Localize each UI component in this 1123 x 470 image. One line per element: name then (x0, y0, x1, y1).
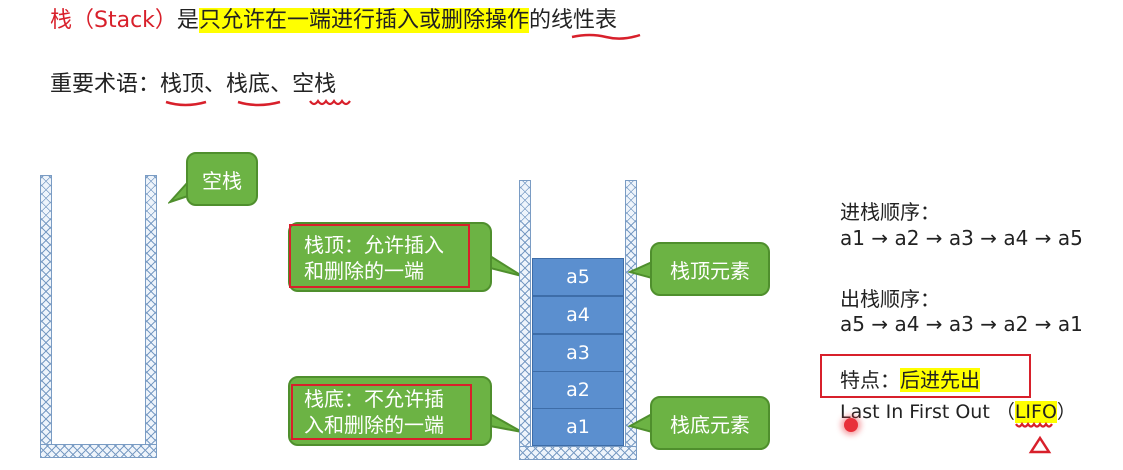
definition-line: 栈（Stack）是只允许在一端进行插入或删除操作的线性表 (50, 6, 617, 36)
lifo-open: （ (995, 401, 1015, 423)
pop-order-label: 出栈顺序： (840, 287, 940, 311)
is-text: 是 (176, 8, 199, 33)
push-order-label: 进栈顺序： (840, 200, 940, 224)
lifo-abbr: LIFO (1014, 401, 1057, 423)
stack-cell-a2: a2 (532, 371, 624, 409)
stack-left-wall (519, 180, 531, 460)
empty-stack-bubble: 空栈 (186, 152, 258, 206)
pop-order-sequence: a5 → a4 → a3 → a2 → a1 (840, 312, 1083, 336)
feature-red-box (820, 354, 1031, 398)
stack-term: 栈（Stack） (50, 8, 177, 33)
top-bubble-line-2: 和删除的一端 (304, 259, 424, 283)
terms-line: 重要术语：栈顶、栈底、空栈 (50, 70, 336, 100)
definition-highlight: 只允许在一端进行插入或删除操作 (198, 8, 529, 33)
term-top: 栈顶 (160, 72, 205, 97)
feature-value: 后进先出 (900, 368, 980, 392)
stack-top-bubble: 栈顶：允许插入 和删除的一端 (288, 222, 492, 292)
linear-list-underline (571, 33, 641, 40)
bottom-bubble-red-box (291, 384, 472, 440)
stack-cell-a5: a5 (532, 258, 624, 296)
top-element-bubble: 栈顶元素 (650, 242, 770, 296)
top-element-text: 栈顶元素 (670, 258, 750, 283)
bottom-element-text: 栈底元素 (670, 412, 750, 437)
bottom-bubble-line-2: 入和删除的一端 (304, 413, 444, 437)
empty-stack-right-wall (145, 175, 157, 458)
cursor-dot (844, 418, 858, 432)
bottom-bubble-line-1: 栈底：不允许插 (304, 387, 444, 411)
stack-cell-a1: a1 (532, 408, 624, 446)
lifo-annotation (1015, 421, 1053, 454)
empty-stack-bottom (40, 444, 157, 458)
term-bottom: 栈底 (226, 72, 271, 97)
stack-cell-a3: a3 (532, 334, 624, 372)
feature-line: 特点：后进先出 (840, 364, 980, 393)
terms-underlines (165, 99, 351, 107)
top-bubble-line-1: 栈顶：允许插入 (304, 233, 444, 257)
bottom-element-bubble: 栈底元素 (650, 396, 770, 450)
feature-label: 特点： (840, 368, 900, 392)
stack-cell-a4: a4 (532, 296, 624, 334)
push-order-sequence: a1 → a2 → a3 → a4 → a5 (840, 226, 1083, 250)
term-empty: 空栈 (292, 72, 337, 97)
stack-bottom-bubble: 栈底：不允许插 入和删除的一端 (288, 376, 492, 446)
empty-stack-left-wall (40, 175, 52, 458)
lifo-text: Last In First Out (840, 401, 990, 423)
term-sep-1: 、 (204, 72, 227, 97)
linear-list-text: 线性表 (550, 8, 617, 33)
terms-prefix: 重要术语： (50, 72, 161, 97)
lifo-line: Last In First Out （LIFO） (840, 397, 1076, 424)
of-text: 的 (528, 8, 551, 33)
stack-bottom-wall (519, 446, 637, 460)
top-bubble-red-box (289, 224, 470, 288)
empty-stack-bubble-text: 空栈 (202, 168, 242, 193)
term-sep-2: 、 (270, 72, 293, 97)
lifo-close: ） (1056, 401, 1076, 423)
